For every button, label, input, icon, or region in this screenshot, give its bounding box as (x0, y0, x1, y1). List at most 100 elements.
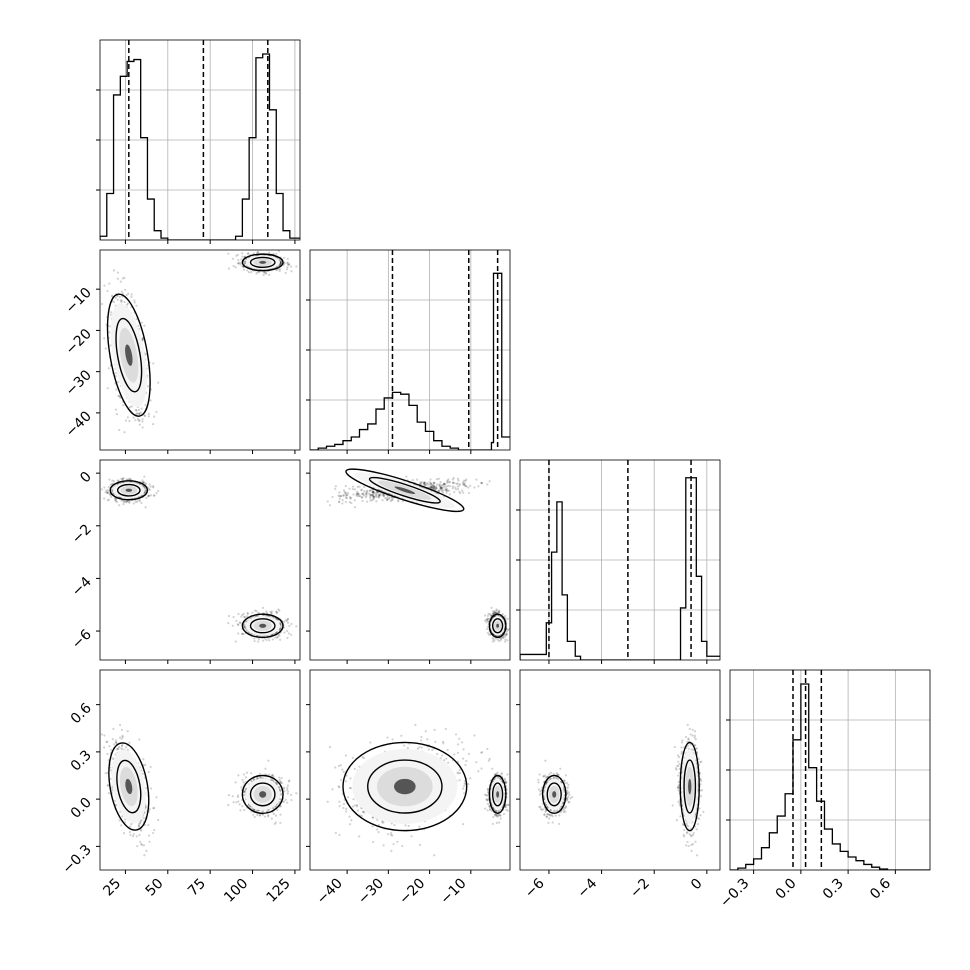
scatter-point-2-1-636 (397, 499, 400, 502)
scatter-point-1-0-100 (127, 292, 130, 295)
scatter-point-2-0-409 (121, 478, 124, 481)
panel-frame-1-1 (309, 249, 511, 451)
scatter-point-1-0-268 (119, 280, 122, 283)
scatter-point-2-1-677 (439, 486, 442, 489)
scatter-point-2-1-104 (422, 481, 425, 484)
panel-content-2-0 (100, 475, 298, 643)
scatter-point-2-0-986 (262, 639, 265, 642)
scatter-point-3-0-494 (131, 835, 135, 838)
scatter-point-2-1-364 (377, 495, 381, 499)
scatter-point-1-0-461 (143, 324, 146, 327)
scatter-point-2-1-449 (360, 489, 363, 492)
scatter-point-2-1-695 (344, 484, 347, 488)
scatter-point-2-1-550 (361, 496, 364, 499)
histogram-2 (520, 477, 720, 660)
scatter-point-2-1-1223 (483, 619, 487, 622)
scatter-point-2-0-443 (121, 477, 124, 481)
scatter-point-2-0-1321 (242, 632, 245, 636)
scatter-point-2-0-1319 (287, 632, 290, 635)
scatter-point-2-1-527 (349, 497, 352, 500)
scatter-point-3-0-155 (144, 806, 148, 809)
scatter-point-1-0-9 (124, 419, 128, 422)
scatter-point-1-0-436 (108, 282, 111, 285)
scatter-point-2-1-646 (424, 483, 427, 487)
scatter-point-2-1-225 (411, 478, 414, 482)
scatter-point-2-1-519 (381, 499, 384, 502)
scatter-point-1-0-214 (141, 339, 144, 342)
scatter-point-3-0-131 (118, 745, 121, 749)
scatter-point-2-1-396 (431, 485, 434, 489)
scatter-point-2-1-819 (504, 638, 507, 641)
scatter-point-2-1-353 (369, 494, 372, 497)
scatter-point-1-0-209 (103, 337, 106, 340)
scatter-point-2-0-1358 (241, 632, 244, 636)
scatter-point-2-0-1272 (275, 611, 278, 614)
scatter-point-3-0-351 (137, 823, 140, 826)
scatter-point-1-0-401 (125, 303, 129, 306)
scatter-point-1-0-527 (114, 408, 118, 411)
scatter-point-2-1-107 (373, 491, 376, 495)
scatter-point-2-0-1108 (241, 613, 244, 617)
scatter-point-2-0-39 (122, 476, 125, 480)
scatter-point-2-0-1174 (276, 635, 280, 638)
contour-outer-2-0-1 (241, 613, 284, 639)
scatter-point-2-1-157 (300, 489, 302, 491)
scatter-point-1-0-808 (237, 261, 240, 265)
scatter-point-3-0-73 (138, 822, 141, 825)
scatter-point-2-1-410 (348, 487, 351, 490)
scatter-point-1-0-936 (256, 251, 259, 254)
scatter-point-2-1-297 (447, 481, 451, 484)
scatter-point-2-1-154 (462, 481, 465, 484)
scatter-point-2-0-341 (122, 500, 125, 503)
scatter-point-2-1-696 (430, 486, 433, 489)
scatter-point-2-0-546 (111, 479, 114, 482)
scatter-point-2-1-645 (438, 483, 441, 486)
scatter-point-2-0-241 (106, 489, 110, 492)
scatter-point-2-1-478 (348, 501, 352, 504)
panel-content-3-0 (100, 723, 298, 857)
scatter-point-2-0-1038 (286, 621, 290, 624)
scatter-point-2-0-1382 (246, 615, 249, 618)
scatter-point-2-1-178 (375, 500, 378, 503)
scatter-point-2-1-539 (451, 487, 454, 490)
scatter-point-2-0-393 (144, 482, 148, 485)
scatter-point-2-1-618 (441, 487, 444, 490)
scatter-point-2-0-379 (128, 477, 131, 480)
scatter-point-3-0-356 (147, 834, 151, 837)
scatter-point-2-0-574 (105, 489, 108, 492)
scatter-point-3-0-395 (124, 746, 128, 749)
scatter-point-3-0-192 (142, 817, 145, 820)
scatter-point-2-1-224 (435, 486, 438, 489)
scatter-point-1-0-351 (137, 408, 140, 412)
scatter-point-1-0-631 (138, 327, 141, 330)
scatter-point-2-1-298 (349, 496, 353, 500)
scatter-point-2-1-493 (442, 482, 446, 486)
scatter-point-1-0-829 (257, 271, 261, 274)
scatter-point-1-0-259 (128, 419, 131, 423)
scatter-point-1-0-548 (107, 367, 110, 370)
scatter-point-1-0-603 (153, 415, 156, 418)
scatter-point-2-0-811 (236, 623, 239, 626)
scatter-point-2-1-327 (377, 496, 380, 499)
scatter-point-3-0-122 (100, 733, 103, 736)
scatter-point-3-0-394 (110, 787, 113, 790)
scatter-point-1-0-683 (120, 300, 123, 304)
scatter-point-2-1-47 (467, 486, 470, 489)
scatter-point-3-0-564 (128, 741, 131, 744)
scatter-point-2-1-153 (352, 493, 355, 496)
scatter-point-2-0-1021 (267, 637, 270, 640)
scatter-point-2-1-64 (365, 490, 368, 493)
scatter-point-2-0-1204 (239, 621, 242, 624)
scatter-point-1-0-639 (110, 311, 113, 314)
scatter-point-2-0-818 (227, 614, 231, 618)
scatter-point-1-0-63 (141, 337, 144, 340)
scatter-point-2-0-299 (108, 492, 111, 495)
scatter-point-2-0-411 (109, 483, 112, 486)
scatter-point-1-0-954 (247, 252, 250, 255)
panel-content-1-0 (100, 250, 298, 450)
contour-outer-1-0-1 (241, 253, 284, 272)
scatter-point-2-1-454 (373, 495, 376, 499)
scatter-point-3-0-154 (130, 822, 133, 826)
scatter-point-1-0-1337 (250, 271, 253, 274)
contour-inner-1-0-1 (249, 256, 276, 269)
